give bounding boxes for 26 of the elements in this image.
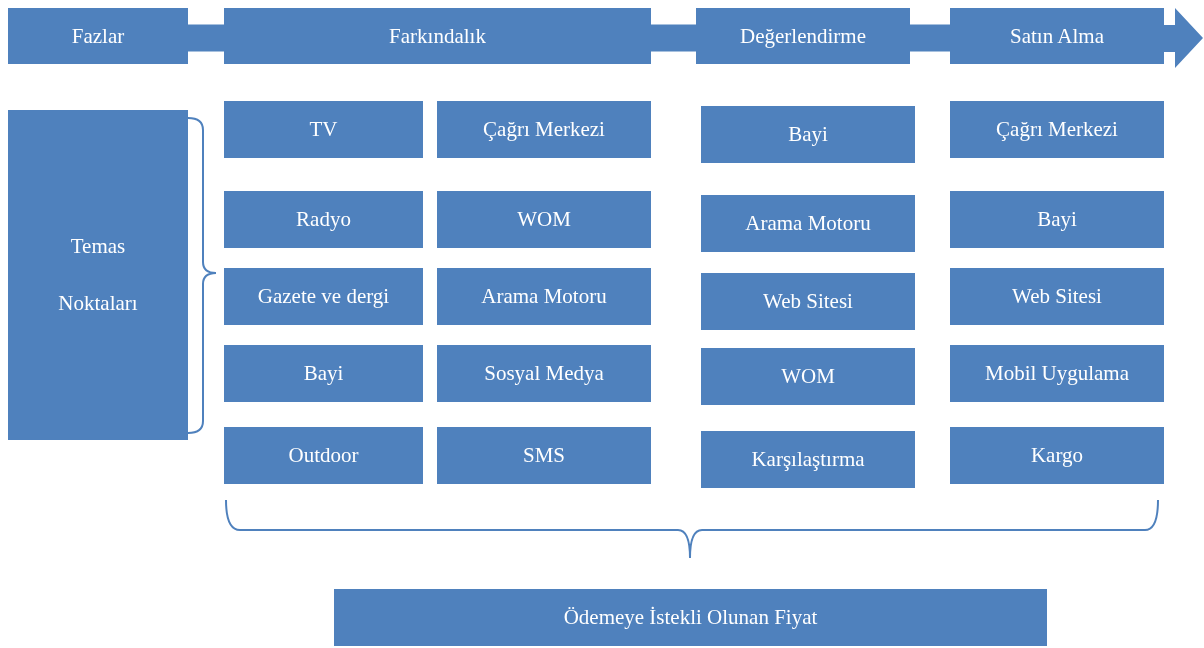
phase-box: Fazlar [8, 8, 188, 64]
touchpoint-box: WOM [437, 191, 651, 248]
touchpoint-box: Kargo [950, 427, 1164, 484]
touchpoint-box: Bayi [224, 345, 423, 402]
touchpoint-box: Gazete ve dergi [224, 268, 423, 325]
touchpoint-box: Arama Motoru [701, 195, 915, 252]
touchpoint-box: WOM [701, 348, 915, 405]
touchpoint-box: Web Sitesi [701, 273, 915, 330]
touchpoint-box: Çağrı Merkezi [950, 101, 1164, 158]
touchpoint-box: SMS [437, 427, 651, 484]
touchpoint-box: Radyo [224, 191, 423, 248]
touchpoint-box: Web Sitesi [950, 268, 1164, 325]
phase-box: Satın Alma [950, 8, 1164, 64]
touchpoint-box: Mobil Uygulama [950, 345, 1164, 402]
phase-box: Değerlendirme [696, 8, 910, 64]
touchpoint-box: Bayi [701, 106, 915, 163]
touchpoint-box: Karşılaştırma [701, 431, 915, 488]
touchpoint-box: Çağrı Merkezi [437, 101, 651, 158]
touchpoint-box: Outdoor [224, 427, 423, 484]
touchpoint-box: Sosyal Medya [437, 345, 651, 402]
touchpoint-box: TV [224, 101, 423, 158]
category-box: Temas Noktaları [8, 110, 188, 440]
touchpoint-box: Bayi [950, 191, 1164, 248]
phase-box: Farkındalık [224, 8, 651, 64]
result-box: Ödemeye İstekli Olunan Fiyat [334, 589, 1047, 646]
touchpoint-box: Arama Motoru [437, 268, 651, 325]
